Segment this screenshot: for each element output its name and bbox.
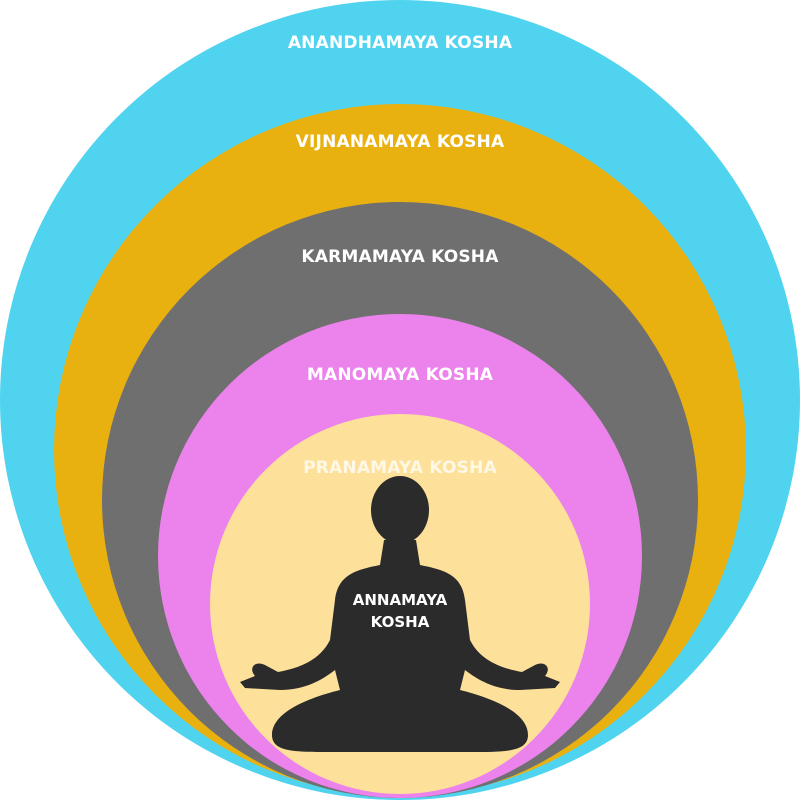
- manomaya-label: MANOMAYA KOSHA: [306, 365, 494, 385]
- annamaya-line2: KOSHA: [370, 613, 430, 631]
- karmamaya-label: KARMAMAYA KOSHA: [301, 247, 499, 267]
- annamaya-label: ANNAMAYA KOSHA: [320, 589, 480, 633]
- meditating-figure-icon: [240, 476, 560, 752]
- pranamaya-label: PRANAMAYA KOSHA: [303, 458, 497, 478]
- anandhamaya-label: ANANDHAMAYA KOSHA: [287, 33, 513, 53]
- annamaya-line1: ANNAMAYA: [352, 591, 448, 609]
- vijnanamaya-label: VIJNANAMAYA KOSHA: [295, 132, 505, 152]
